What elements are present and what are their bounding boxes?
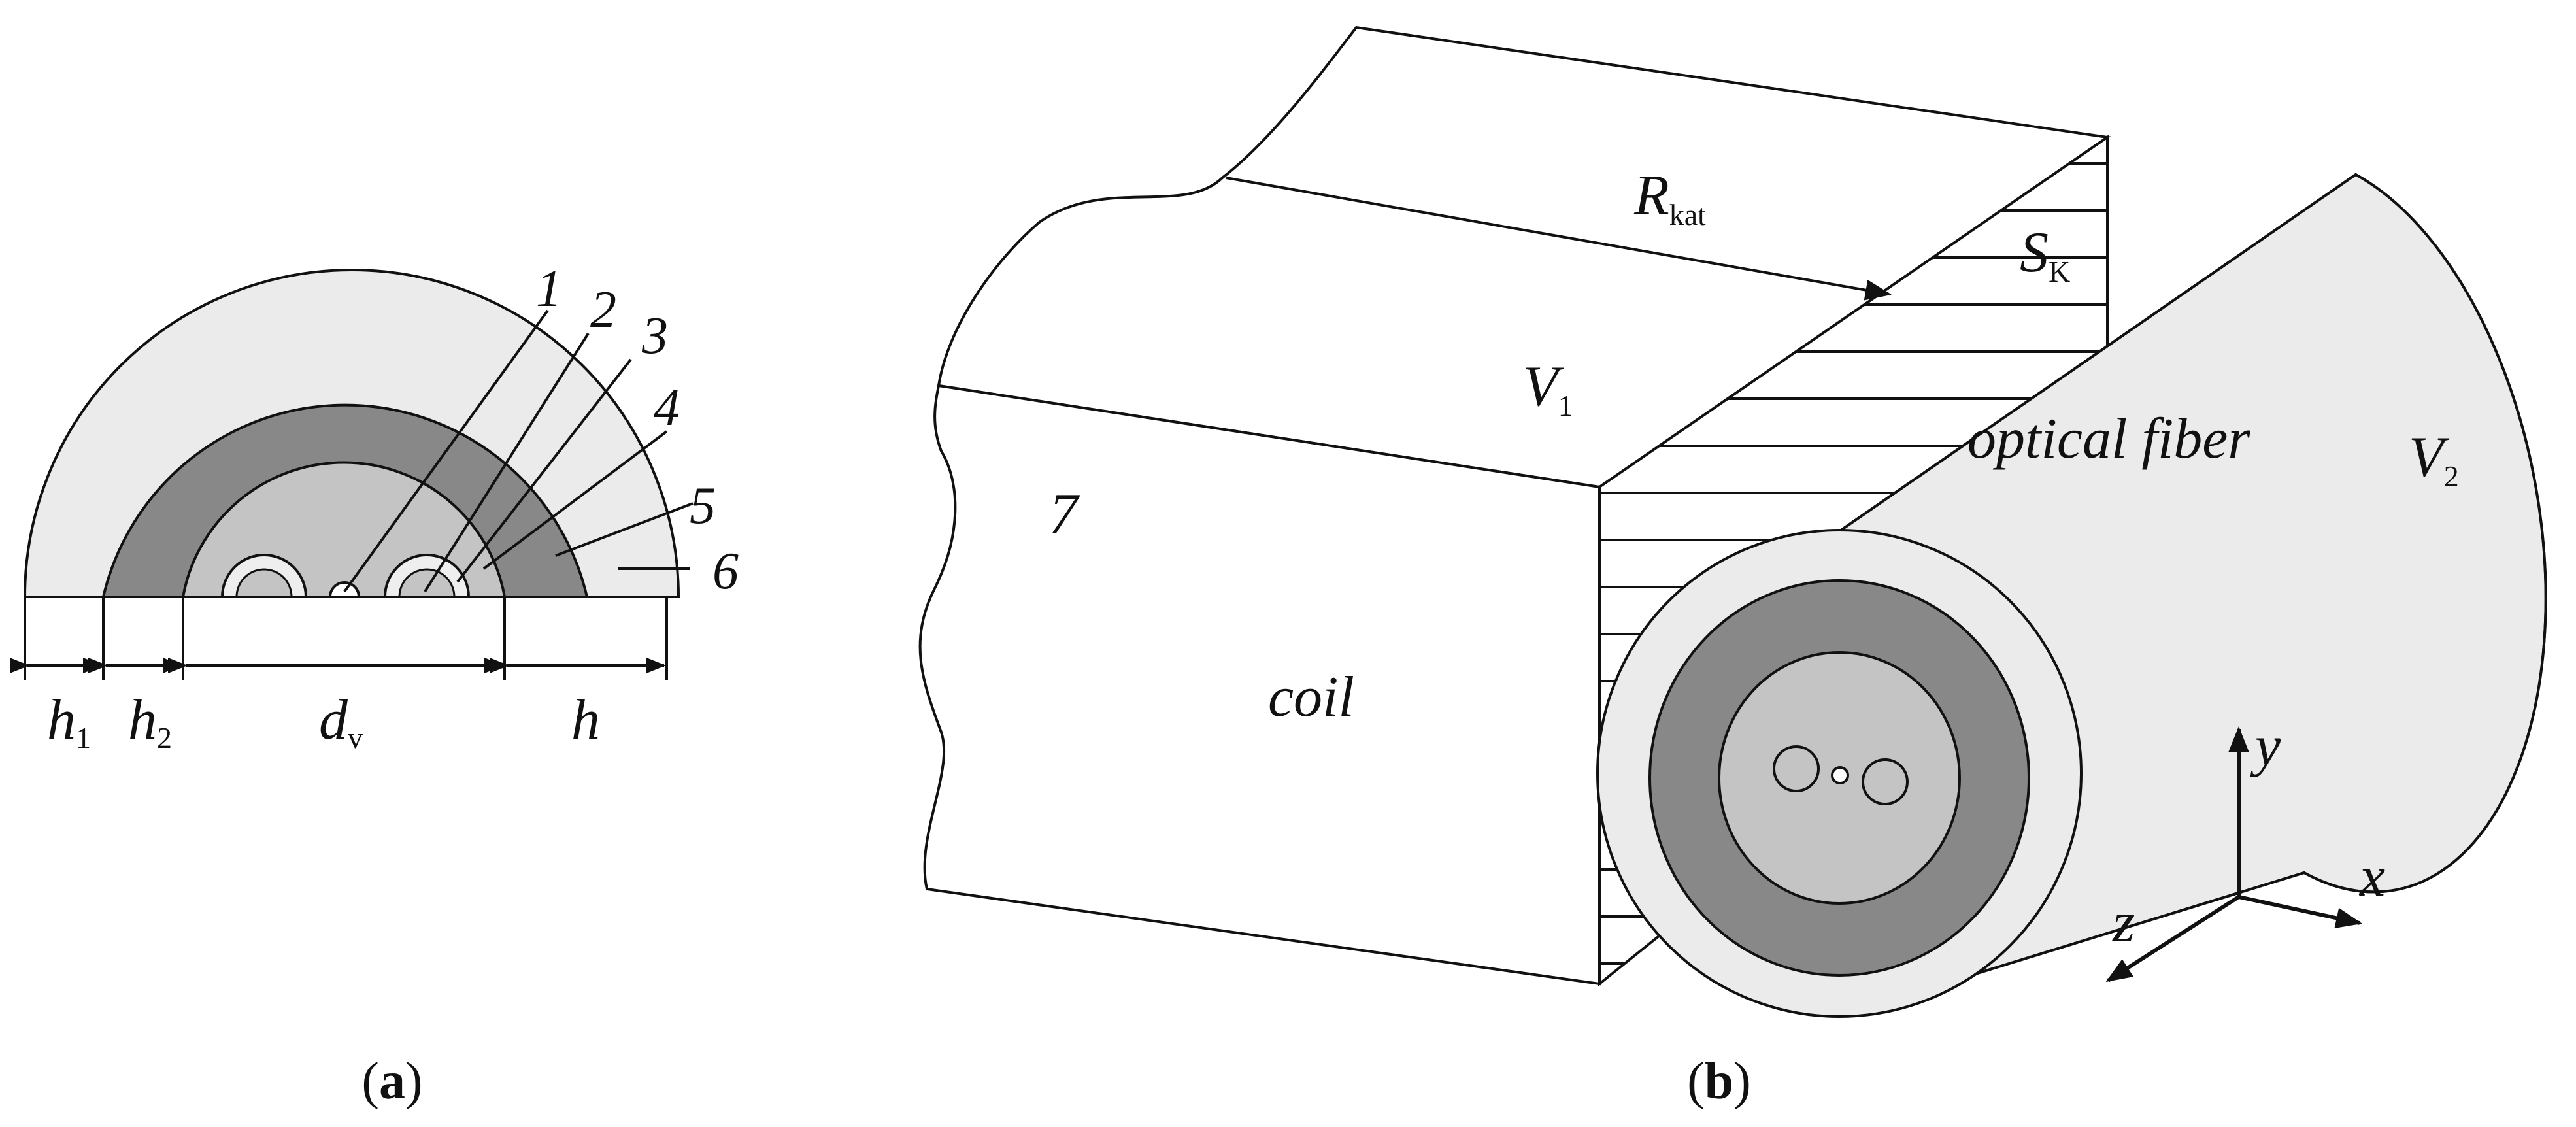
callout-5: 5 bbox=[690, 477, 716, 535]
callout-2: 2 bbox=[590, 281, 616, 339]
stress-rod-right-inner bbox=[398, 568, 456, 598]
coil-front-face bbox=[918, 384, 1601, 986]
coil-number-label: 7 bbox=[1049, 482, 1080, 546]
axis-y-label: y bbox=[2250, 715, 2281, 778]
coil-label: coil bbox=[1268, 665, 1354, 729]
callout-4: 4 bbox=[654, 379, 680, 437]
callout-1: 1 bbox=[536, 260, 562, 318]
coordinate-axes bbox=[2105, 726, 2362, 983]
callout-leaders bbox=[343, 309, 694, 593]
coil-top-face bbox=[937, 25, 2111, 489]
panel-a-cross-section: 1 2 3 4 5 6 h1 h2 dv h (a) bbox=[10, 260, 739, 1110]
dim-label-h: h bbox=[571, 688, 600, 752]
volume-2-label: V2 bbox=[2409, 426, 2459, 493]
dim-label-h1: h1 bbox=[47, 688, 91, 754]
dimension-lines bbox=[10, 597, 668, 680]
caption-b: (b) bbox=[1687, 1052, 1751, 1110]
fiber-end-stress-rod-right bbox=[1862, 758, 1909, 805]
fiber-end-stress-rod-left bbox=[1773, 745, 1820, 792]
radius-label: Rkat bbox=[1633, 164, 1706, 231]
caption-a: (a) bbox=[361, 1052, 422, 1110]
section-label: SK bbox=[2020, 221, 2070, 288]
panel-b-coil-and-fiber: y x z Rkat SK V1 V2 7 coil optical fiber… bbox=[918, 25, 2547, 1110]
radius-arrow bbox=[1226, 177, 1892, 301]
axis-z-label: z bbox=[2112, 891, 2135, 954]
callout-3: 3 bbox=[641, 307, 668, 365]
axis-z bbox=[2105, 895, 2240, 983]
volume-1-label: V1 bbox=[1523, 355, 1573, 422]
axis-x bbox=[2238, 895, 2362, 929]
callout-6: 6 bbox=[712, 543, 739, 600]
dim-label-h2: h2 bbox=[128, 688, 172, 754]
fiber-label: optical fiber bbox=[1967, 407, 2250, 471]
fiber-end-core bbox=[1831, 766, 1849, 784]
dim-label-dv: dv bbox=[319, 688, 363, 754]
axis-x-label: x bbox=[2358, 845, 2385, 909]
stress-rod-left-inner bbox=[235, 568, 293, 598]
